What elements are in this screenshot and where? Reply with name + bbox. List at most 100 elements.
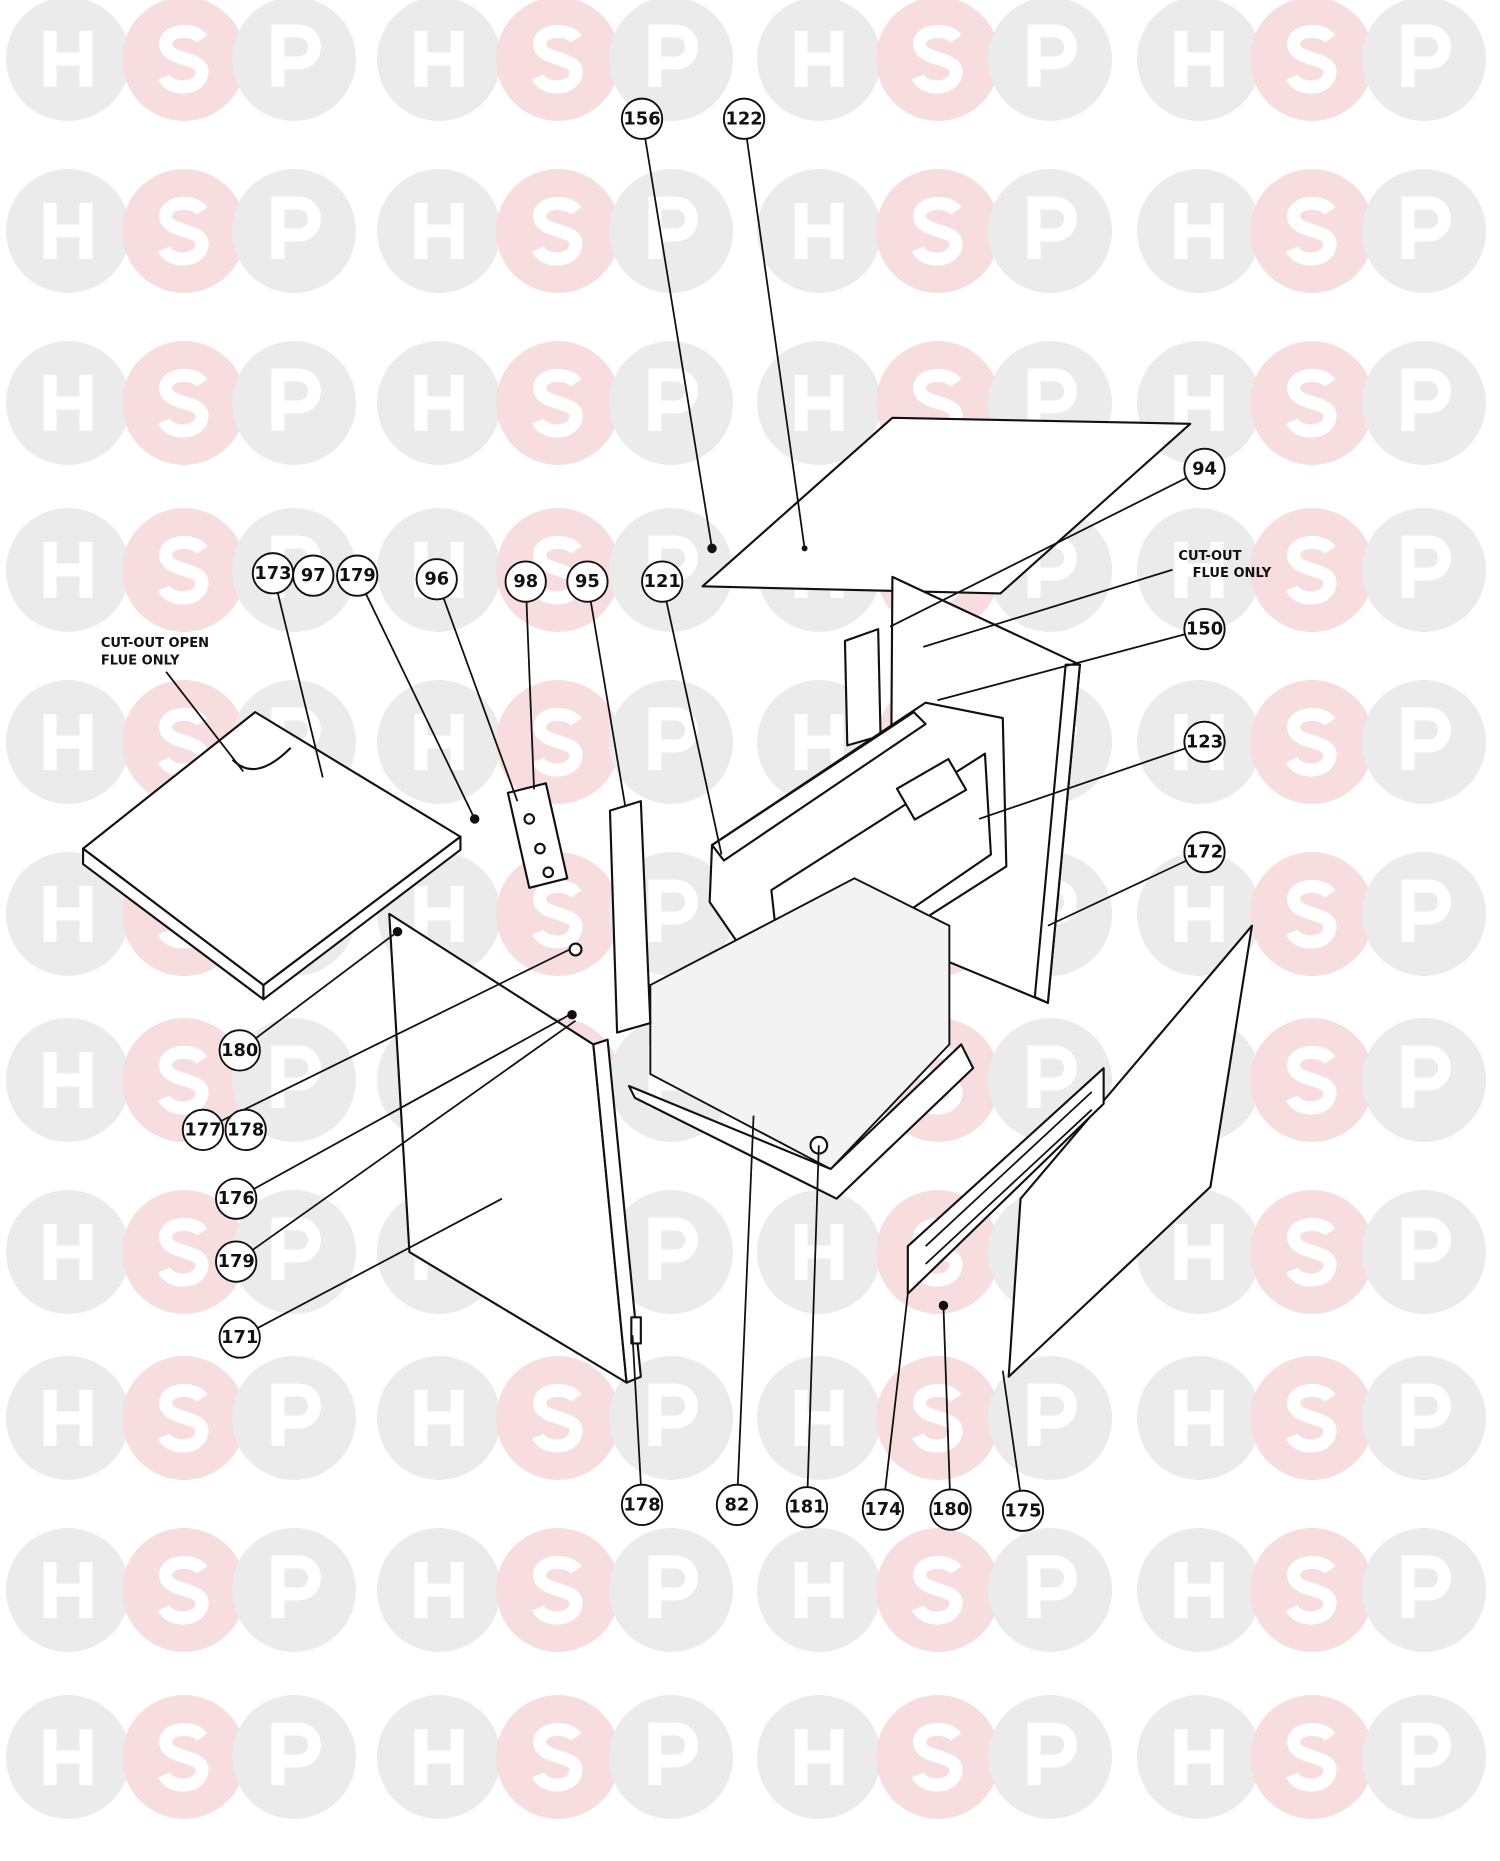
watermark-p-circle [232, 341, 356, 465]
watermark-s-circle [1250, 852, 1374, 976]
watermark-s-circle [122, 1190, 246, 1314]
callout-97[interactable]: 97 [292, 554, 335, 597]
watermark-s-glyph [1286, 1722, 1337, 1792]
callout-156[interactable]: 156 [620, 97, 664, 140]
leader-line [745, 136, 806, 549]
callout-178[interactable]: 178 [224, 1108, 267, 1151]
watermark-h-circle [1137, 0, 1261, 121]
callout-173[interactable]: 173 [251, 552, 295, 595]
callout-179[interactable]: 179 [215, 1240, 258, 1283]
leader-line [589, 599, 627, 808]
callout-96[interactable]: 96 [415, 558, 458, 601]
callout-94[interactable]: 94 [1183, 447, 1226, 490]
callout-label: 94 [1192, 458, 1217, 479]
watermark-h-glyph [1174, 31, 1224, 87]
watermark-h-glyph [1174, 1390, 1224, 1446]
callout-181[interactable]: 181 [785, 1486, 829, 1529]
callout-label: 181 [788, 1497, 825, 1518]
watermark-s-glyph [1286, 1383, 1337, 1453]
callout-98[interactable]: 98 [504, 560, 547, 603]
watermark-s-glyph [1286, 368, 1337, 438]
watermark-s-circle [122, 341, 246, 465]
watermark-h-glyph [43, 886, 93, 942]
front-post-95 [608, 800, 652, 1034]
note-right-line2: FLUE ONLY [1193, 566, 1272, 581]
watermark-s-circle [496, 1695, 620, 1819]
callout-label: 177 [184, 1119, 221, 1140]
watermark-p-circle [1362, 169, 1486, 293]
watermark-p-glyph [648, 1383, 698, 1446]
watermark-p-glyph [271, 1555, 321, 1618]
callout-178[interactable]: 178 [620, 1483, 664, 1526]
watermark-p-glyph [1027, 1555, 1077, 1618]
watermark-h-glyph [43, 375, 93, 431]
callout-176[interactable]: 176 [215, 1177, 258, 1220]
watermark-s-circle [496, 1356, 620, 1480]
watermark-p-circle [988, 1528, 1112, 1652]
watermark-p-circle [609, 1356, 733, 1480]
callout-label: 82 [725, 1494, 750, 1515]
watermark-s-circle [496, 0, 620, 121]
watermark-p-glyph [271, 1217, 321, 1280]
callout-180[interactable]: 180 [929, 1488, 972, 1531]
callout-174[interactable]: 174 [861, 1488, 905, 1531]
watermark-s-glyph [1286, 707, 1337, 777]
watermark-s-glyph [158, 1045, 209, 1115]
callout-150[interactable]: 150 [1183, 607, 1226, 651]
watermark-h-glyph [794, 31, 844, 87]
watermark-p-glyph [648, 196, 698, 259]
callout-180[interactable]: 180 [218, 1029, 261, 1072]
watermark-h-circle [377, 341, 501, 465]
watermark-h-glyph [43, 1729, 93, 1785]
callout-label: 150 [1186, 619, 1223, 640]
watermark-p-glyph [271, 1045, 321, 1108]
callout-123[interactable]: 123 [1183, 720, 1226, 763]
watermark-p-glyph [1401, 1217, 1451, 1280]
leader-line [665, 598, 723, 855]
callout-172[interactable]: 172 [1183, 831, 1226, 874]
watermark-s-circle [1250, 508, 1374, 632]
watermark-p-glyph [648, 368, 698, 431]
watermark-s-glyph [912, 1555, 963, 1625]
callout-95[interactable]: 95 [566, 560, 609, 603]
watermark-s-glyph [532, 1722, 583, 1792]
watermark-s-circle [876, 1528, 1000, 1652]
watermark-h-circle [757, 1356, 881, 1480]
watermark-p-glyph [1027, 1722, 1077, 1785]
leader-line [525, 599, 535, 790]
callout-121[interactable]: 121 [641, 560, 684, 603]
watermark-p-glyph [1027, 368, 1077, 431]
watermark-s-glyph [1286, 1045, 1337, 1115]
base-tray [627, 1043, 975, 1200]
watermark-h-circle [6, 1695, 130, 1819]
watermark-s-circle [122, 169, 246, 293]
callout-171[interactable]: 171 [218, 1316, 261, 1359]
watermark-s-circle [1250, 1018, 1374, 1142]
callout-175[interactable]: 175 [1001, 1489, 1045, 1532]
watermark-p-glyph [1027, 1045, 1077, 1108]
watermark-s-circle [496, 1528, 620, 1652]
side-panel-171-edge [592, 1038, 642, 1384]
watermark-p-glyph [1401, 368, 1451, 431]
callout-177[interactable]: 177 [181, 1108, 225, 1151]
watermark-p-circle [988, 1356, 1112, 1480]
callout-122[interactable]: 122 [722, 97, 766, 140]
watermark-h-circle [1137, 508, 1261, 632]
watermark-p-glyph [1027, 24, 1077, 87]
watermark-h-circle [6, 341, 130, 465]
callout-82[interactable]: 82 [715, 1483, 759, 1526]
watermark-h-glyph [1174, 1224, 1224, 1280]
watermark-s-circle [1250, 1190, 1374, 1314]
watermark-s-circle [876, 169, 1000, 293]
watermark-p-circle [1362, 508, 1486, 632]
watermark-p-glyph [648, 24, 698, 87]
callout-179[interactable]: 179 [336, 554, 379, 597]
callout-label: 122 [725, 108, 762, 129]
watermark-h-glyph [1174, 1562, 1224, 1618]
watermark-h-glyph [414, 375, 464, 431]
leader-line [631, 1335, 642, 1488]
watermark-p-circle [232, 1695, 356, 1819]
watermark-s-glyph [1286, 879, 1337, 949]
watermark-s-circle [496, 169, 620, 293]
watermark-s-glyph [912, 1722, 963, 1792]
